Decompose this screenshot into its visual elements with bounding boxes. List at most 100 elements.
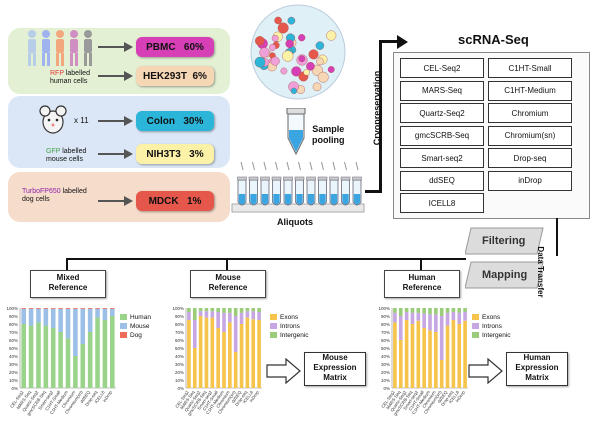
mapping-label: Mapping [482, 269, 528, 281]
mouse-text1: labelled [62, 148, 87, 155]
cryo-connector [379, 40, 399, 43]
bar-segment-exons [439, 360, 444, 388]
rfp-tag: RFP [50, 70, 64, 77]
cell-dot [327, 66, 335, 73]
cell-line-colon: Colon 30% [136, 111, 214, 131]
bar-segment-mouse [43, 308, 49, 326]
bar-segment-human [80, 344, 86, 388]
cell-line-nih3t3: NIH3T3 3% [136, 144, 214, 164]
bar-segment-human [28, 325, 34, 388]
bar-segment-introns [233, 316, 238, 352]
bar-segment-mouse [110, 308, 115, 316]
mixed-reference-box: Mixed Reference [30, 270, 106, 298]
drop-line [298, 161, 301, 171]
bar-segment-exons [210, 317, 215, 388]
aliquot-cap [237, 176, 247, 181]
arrow-shaft [98, 153, 126, 155]
bar-segment-human [110, 316, 115, 388]
bar-segment-dog [65, 308, 71, 309]
legend-swatch [270, 332, 277, 338]
legend-item: Intergenic [270, 332, 309, 339]
y-tick-label: 50% [381, 346, 390, 351]
bar-segment-intergenic [416, 308, 421, 313]
bar-segment-exons [192, 348, 197, 388]
bar-segment-intergenic [239, 308, 244, 313]
pooling-label1: Sample [312, 124, 345, 134]
bar-segment-exons [422, 328, 426, 388]
mouse-cells-label: GFP labelled mouse cells [46, 148, 86, 164]
bar-segment-introns [439, 316, 444, 360]
aliquot-liquid [342, 194, 349, 205]
bar-segment-introns [416, 312, 421, 321]
cell-dot [282, 50, 294, 62]
bar-segment-exons [245, 317, 250, 388]
bar-segment-human [73, 356, 78, 388]
cell-dot [326, 30, 337, 41]
cryo-connector [365, 190, 382, 193]
x-tick-label: inDrop [249, 389, 261, 403]
bar-segment-exons [398, 340, 403, 388]
aliquot-cap [283, 176, 293, 181]
y-tick-label: 10% [9, 378, 18, 383]
bar-segment-intergenic [428, 308, 432, 315]
drop-line [332, 161, 336, 171]
method-ddseq: ddSEQ [400, 170, 484, 191]
y-tick-label: 90% [381, 314, 390, 319]
bar-segment-intergenic [257, 308, 261, 312]
bar-segment-introns [451, 312, 456, 320]
method-chromium: Chromium [488, 103, 572, 123]
bar-segment-introns [245, 311, 250, 318]
ref-line2: Reference [402, 283, 442, 292]
cell-dot [316, 57, 324, 66]
bar-segment-dog [80, 308, 86, 309]
arrow-right-icon [124, 149, 133, 159]
arrow-right-icon [397, 35, 408, 49]
bar-segment-mouse [73, 308, 78, 356]
human-reference-box: Human Reference [384, 270, 460, 298]
bar-segment-exons [404, 320, 409, 388]
bar-segment-human [87, 332, 93, 388]
y-tick-label: 30% [9, 362, 18, 367]
data-transfer-text: Data Transfer [536, 246, 545, 298]
method-quartz-seq2: Quartz-Seq2 [400, 103, 484, 123]
cell-line-pct: 1% [186, 195, 202, 207]
human-text1: labelled [65, 70, 90, 77]
cell-line-pct: 3% [189, 148, 204, 160]
y-tick-label: 0% [383, 386, 390, 391]
bar-segment-exons [228, 322, 232, 388]
legend-label: Exons [482, 314, 501, 321]
method-smart-seq2: Smart-seq2 [400, 148, 484, 168]
ref-line2: Reference [208, 283, 248, 292]
y-tick-label: 30% [175, 362, 184, 367]
drop-line [321, 161, 324, 171]
cell-dot [315, 41, 325, 50]
human-reference-chart: 0%10%20%30%40%50%60%70%80%90%100%CEL-Seq… [378, 306, 468, 416]
bar-segment-dog [50, 308, 56, 309]
branch-line [226, 258, 228, 270]
method-icell8: ICELL8 [400, 193, 484, 213]
pooling-label2: pooling [312, 135, 345, 145]
cell-dot [312, 82, 322, 92]
aliquot-liquid [319, 194, 326, 205]
branch-line [420, 258, 422, 270]
legend-item: Exons [472, 314, 511, 321]
y-tick-label: 20% [381, 370, 390, 375]
mixed-reference-chart: 0%10%20%30%40%50%60%70%80%90%100%CEL-Seq… [6, 306, 116, 416]
bar-segment-dog [36, 308, 41, 309]
cell-dot [291, 66, 302, 77]
data-transfer-arrow [556, 218, 558, 256]
legend-item: Intergenic [472, 332, 511, 339]
data-transfer-label: Data Transfer [536, 232, 545, 312]
y-tick-label: 50% [9, 346, 18, 351]
cell-dot [290, 87, 298, 95]
mouse-icon [39, 105, 67, 134]
bar-segment-introns [404, 312, 409, 320]
drop-line [240, 161, 244, 171]
legend-item: Dog [120, 332, 151, 339]
branch-line [66, 258, 68, 270]
arrow-right-icon [124, 116, 133, 126]
bar-segment-exons [216, 328, 220, 388]
legend-swatch [472, 332, 479, 338]
bar-segment-intergenic [251, 308, 256, 312]
aliquot-cap [248, 176, 259, 181]
